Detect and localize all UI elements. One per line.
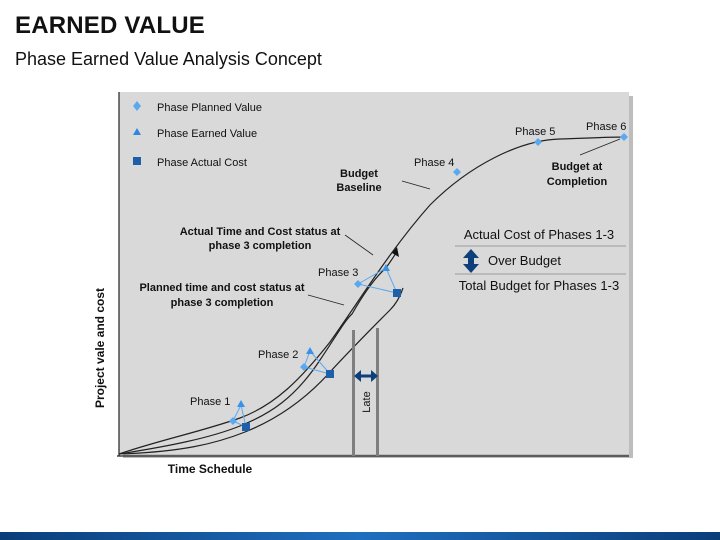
- budget-baseline-leader: [401, 180, 431, 190]
- budget-baseline-curve: [118, 136, 626, 455]
- y-axis-label: Project vale and cost: [93, 288, 107, 408]
- earned-marker-1: [237, 400, 245, 407]
- actual-markers: [242, 289, 401, 431]
- over-budget-arrow-icon: [463, 249, 479, 273]
- phase-3-label: Phase 3: [318, 267, 358, 279]
- over-budget-panel: Actual Cost of Phases 1-3 Over Budget To…: [455, 227, 626, 293]
- actual-marker-1: [242, 423, 250, 431]
- budget-baseline-label-2: Baseline: [336, 182, 381, 194]
- legend: Phase Planned Value Phase Earned Value P…: [133, 101, 262, 169]
- planned-marker-3: [354, 280, 362, 288]
- page-title: EARNED VALUE: [15, 12, 205, 39]
- over-budget-label: Over Budget: [488, 253, 561, 268]
- budget-completion-leader: [579, 138, 621, 156]
- actual-marker-3: [393, 289, 401, 297]
- late-label: Late: [361, 391, 373, 412]
- legend-planned-label: Phase Planned Value: [157, 102, 262, 114]
- phase-1-label: Phase 1: [190, 396, 230, 408]
- earned-markers: [237, 264, 390, 407]
- budget-baseline-label-1: Budget: [340, 168, 378, 180]
- total-budget-phases-label: Total Budget for Phases 1-3: [459, 278, 619, 293]
- planned-marker-4: [453, 168, 461, 176]
- actual-cost-phases-label: Actual Cost of Phases 1-3: [464, 227, 614, 242]
- legend-actual-icon: [133, 157, 141, 165]
- actual-status-label-2: phase 3 completion: [209, 240, 312, 252]
- planned-markers: [229, 133, 628, 425]
- earned-marker-2: [306, 347, 314, 354]
- legend-earned-icon: [133, 128, 141, 135]
- late-arrow: [354, 370, 378, 382]
- phase-6-label: Phase 6: [586, 121, 626, 133]
- late-bar-planned: [352, 330, 355, 456]
- actual-cost-curve: [118, 287, 404, 455]
- phase-4-label: Phase 4: [414, 157, 454, 169]
- budget-completion-label-2: Completion: [547, 176, 608, 188]
- earned-arrowhead: [392, 247, 399, 257]
- phase-5-label: Phase 5: [515, 126, 555, 138]
- planned-marker-6: [620, 133, 628, 141]
- phase-2-label: Phase 2: [258, 349, 298, 361]
- chart-panel: [119, 92, 629, 454]
- budget-completion-label-1: Budget at: [552, 161, 603, 173]
- planned-marker-5: [534, 138, 542, 146]
- planned-marker-2: [300, 363, 308, 371]
- planned-marker-1: [229, 417, 237, 425]
- legend-actual-label: Phase Actual Cost: [157, 157, 247, 169]
- page-subtitle: Phase Earned Value Analysis Concept: [15, 49, 322, 69]
- legend-earned-label: Phase Earned Value: [157, 128, 257, 140]
- footer-bar: [0, 532, 720, 540]
- planned-status-label-1: Planned time and cost status at: [139, 282, 304, 294]
- actual-status-leader: [344, 234, 374, 256]
- legend-planned-icon: [133, 101, 141, 111]
- actual-marker-2: [326, 370, 334, 378]
- actual-status-label-1: Actual Time and Cost status at: [180, 226, 341, 238]
- phase-connectors: [232, 267, 398, 428]
- x-axis-label: Time Schedule: [168, 462, 253, 476]
- planned-status-leader: [307, 294, 345, 306]
- late-bar-actual: [376, 328, 379, 456]
- earned-marker-3: [382, 264, 390, 271]
- planned-status-label-2: phase 3 completion: [171, 297, 274, 309]
